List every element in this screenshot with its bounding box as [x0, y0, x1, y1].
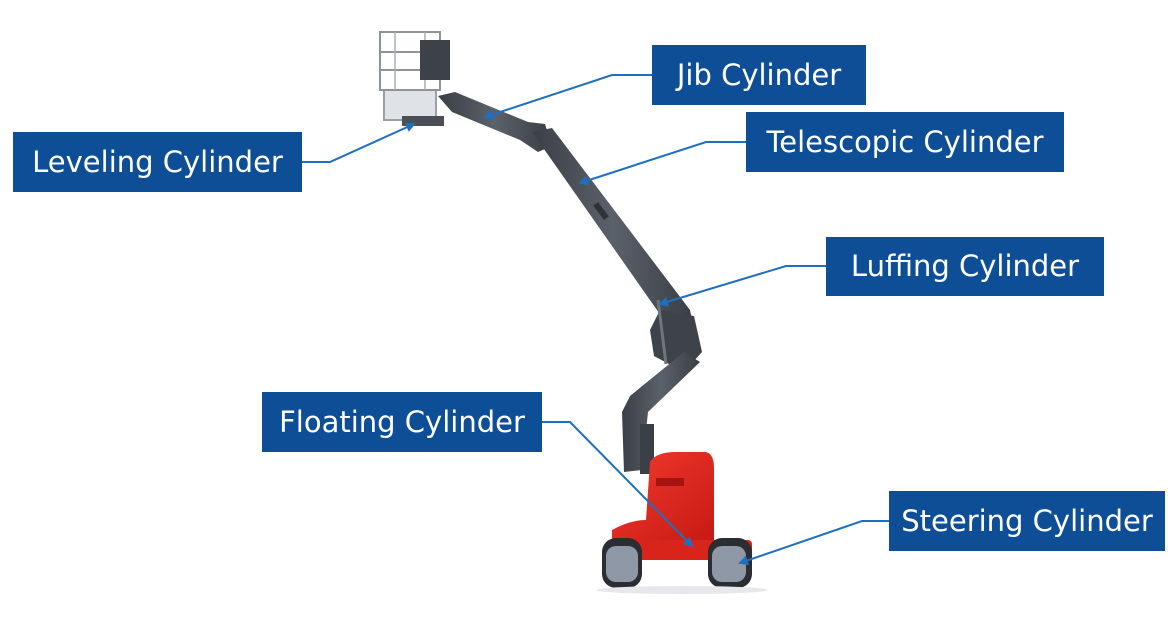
- floating-leader-line: [542, 421, 694, 548]
- luffing-cylinder-label: Luffing Cylinder: [826, 237, 1104, 296]
- jib-arm: [438, 92, 552, 152]
- leader-lines: [302, 74, 889, 566]
- jib-leader-line: [483, 74, 652, 120]
- leveling-cylinder-label: Leveling Cylinder: [13, 132, 302, 192]
- platform-basket: [379, 31, 450, 126]
- steering-leader-line: [738, 520, 889, 566]
- leveling-leader-line: [302, 122, 416, 163]
- telescopic-leader-line: [578, 141, 746, 186]
- telescopic-boom: [532, 128, 694, 336]
- luffing-leader-line: [658, 265, 826, 307]
- telescopic-cylinder-label: Telescopic Cylinder: [746, 112, 1064, 172]
- boom-lift-machine: [379, 31, 768, 594]
- steering-cylinder-label: Steering Cylinder: [889, 491, 1165, 551]
- front-wheel: [602, 538, 642, 588]
- jib-cylinder-label: Jib Cylinder: [652, 45, 866, 105]
- floating-cylinder-label: Floating Cylinder: [262, 392, 542, 452]
- rear-wheel: [708, 538, 752, 588]
